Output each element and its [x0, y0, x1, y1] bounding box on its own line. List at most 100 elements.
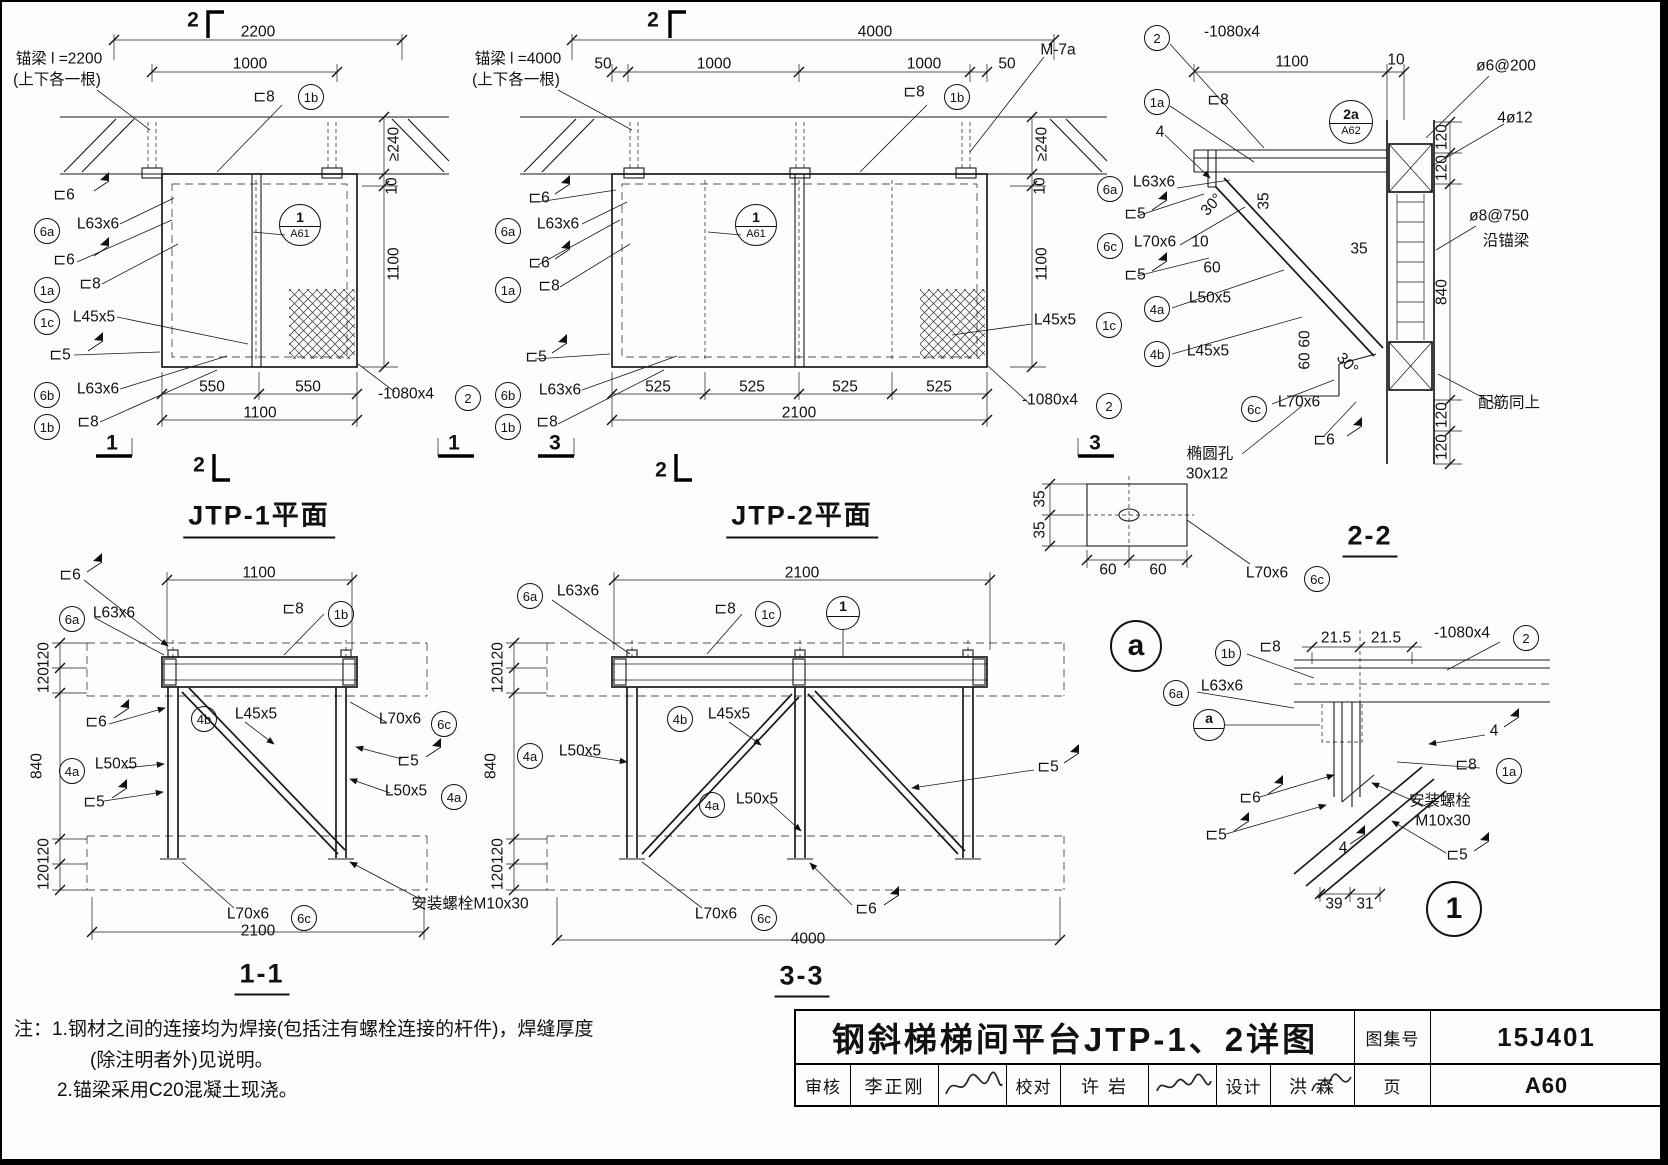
drawing-label: L45x5 [1186, 342, 1230, 360]
drawing-label: 35 [1255, 192, 1273, 210]
drawing-label: ⊏6 [1313, 431, 1335, 449]
ref-bubble: 4a [699, 792, 725, 818]
ref-bubble: 4a [517, 743, 543, 769]
drawing-label: 椭圆孔 [1186, 445, 1234, 463]
drawing-label: 120 [1433, 434, 1451, 460]
detail-1-linework [1196, 630, 1550, 902]
drawing-label: 2 [187, 8, 199, 32]
design-label: 设计 [1216, 1065, 1270, 1106]
drawing-label: 525 [926, 378, 952, 396]
drawing-label: ⊏6 [53, 186, 75, 204]
drawing-label: 840 [482, 753, 500, 779]
drawing-label: 1100 [243, 404, 277, 422]
drawing-label: L63x6 [76, 380, 120, 398]
drawing-label: 31 [1356, 895, 1374, 913]
design-name-text: 洪 森 [1288, 1076, 1336, 1097]
drawing-label: 4ø12 [1497, 109, 1533, 127]
drawing-label: L63x6 [1132, 173, 1176, 191]
ref-bubble: 4a [59, 758, 85, 784]
ref-bubble: 1a [495, 277, 521, 303]
sec-3-3-linework [506, 572, 1080, 946]
design-name: 洪 森 [1270, 1065, 1354, 1106]
atlas-no-value: 15J401 [1430, 1011, 1660, 1063]
section-1-1-title: 1-1 [234, 959, 290, 996]
ref-bubble: 4b [191, 706, 217, 732]
ref-bubble: 1c [34, 309, 60, 335]
drawing-label: 525 [645, 378, 671, 396]
drawing-label: L70x6 [226, 905, 270, 923]
drawing-label: 4000 [790, 930, 826, 948]
jtp1-plan-linework [60, 10, 474, 482]
drawing-label: L45x5 [1033, 311, 1077, 329]
drawing-label: ⊏8 [536, 413, 558, 431]
drawing-label: 60 [1203, 259, 1221, 277]
drawing-label: 1000 [696, 55, 732, 73]
signature-scribble [1311, 1073, 1352, 1092]
jtp2-plan-title: JTP-2平面 [726, 494, 878, 539]
drawing-label: ⊏8 [1455, 756, 1477, 774]
drawing-label: 120 [1433, 124, 1451, 150]
ref-bubble: 1a [1496, 758, 1522, 784]
sheet-title: 钢斜梯梯间平台JTP-1、2详图 [831, 1021, 1319, 1058]
ref-bubble: 4a [1144, 296, 1170, 322]
drawing-label: 2 [655, 458, 667, 482]
drawing-label: (上下各一根) [472, 71, 560, 89]
drawing-label: L63x6 [556, 582, 600, 600]
drawing-label: ⊏5 [1446, 846, 1468, 864]
ref-bubble: 1b [34, 414, 60, 440]
drawing-label: 550 [199, 378, 225, 396]
drawing-label: ⊏8 [538, 277, 560, 295]
drawing-label: L50x5 [1188, 289, 1232, 307]
ref-bubble: 6b [34, 382, 60, 408]
drawing-label: 4 [1338, 839, 1348, 857]
drawing-label: 120 [35, 838, 53, 864]
drawing-label: L45x5 [707, 705, 751, 723]
drawing-label: ⊏5 [1205, 826, 1227, 844]
page-label: 页 [1354, 1065, 1430, 1106]
drawing-label: ⊏8 [1259, 638, 1281, 656]
detail-circle-1: 1 [1426, 881, 1482, 937]
drawing-label: 沿锚梁 [1482, 232, 1530, 250]
check-label: 校对 [1006, 1065, 1060, 1106]
drawing-label: -1080x4 [1203, 23, 1261, 41]
drawing-label: L50x5 [735, 790, 779, 808]
drawing-label: ⊏6 [53, 251, 75, 269]
drawing-label: 39 [1325, 895, 1343, 913]
drawing-label: 4 [1155, 123, 1165, 141]
drawing-label: 35 [1031, 521, 1049, 539]
ref-bubble: 6c [1304, 566, 1330, 592]
detail-ref-mark: 1 [826, 596, 860, 630]
drawing-label: L70x6 [1133, 233, 1177, 251]
drawing-label: ⊏5 [83, 793, 105, 811]
drawing-label: 2 [193, 453, 205, 477]
ref-bubble: 4b [1144, 341, 1170, 367]
drawing-label: ⊏6 [528, 254, 550, 272]
drawing-label: L70x6 [1277, 393, 1321, 411]
drawing-label: M-7a [1040, 41, 1076, 59]
sec-2-2-linework [1042, 43, 1505, 568]
drawing-label: 2100 [781, 404, 817, 422]
drawing-label: 4 [1489, 722, 1499, 740]
drawing-label: 1100 [1275, 53, 1309, 71]
check-name: 许 岩 [1060, 1065, 1148, 1106]
drawing-label: 60 [1296, 352, 1314, 370]
title-block: 钢斜梯梯间平台JTP-1、2详图 图集号 15J401 审核 李正刚 校对 许 … [794, 1009, 1660, 1107]
ref-bubble: 1c [755, 601, 781, 627]
ref-bubble: 2 [455, 385, 481, 411]
drawing-label: ≥240 [385, 126, 403, 162]
ref-bubble: 6c [1097, 233, 1123, 259]
drawing-label: -1080x4 [377, 385, 435, 403]
drawing-label: 21.5 [1370, 629, 1402, 647]
drawing-label: 安装螺栓 [1408, 792, 1472, 810]
drawing-label: 120 [1433, 402, 1451, 428]
drawing-label: 2100 [784, 564, 820, 582]
drawing-label: ⊏6 [855, 900, 877, 918]
drawing-label: 配筋同上 [1477, 394, 1541, 412]
note-line-1: 注：1.钢材之间的连接均为焊接(包括注有螺栓连接的杆件)，焊缝厚度 [14, 1019, 594, 1040]
ref-bubble: 6a [1163, 680, 1189, 706]
drawing-label: ⊏6 [1239, 789, 1261, 807]
ref-bubble: 6c [431, 711, 457, 737]
check-signature [1148, 1065, 1216, 1106]
